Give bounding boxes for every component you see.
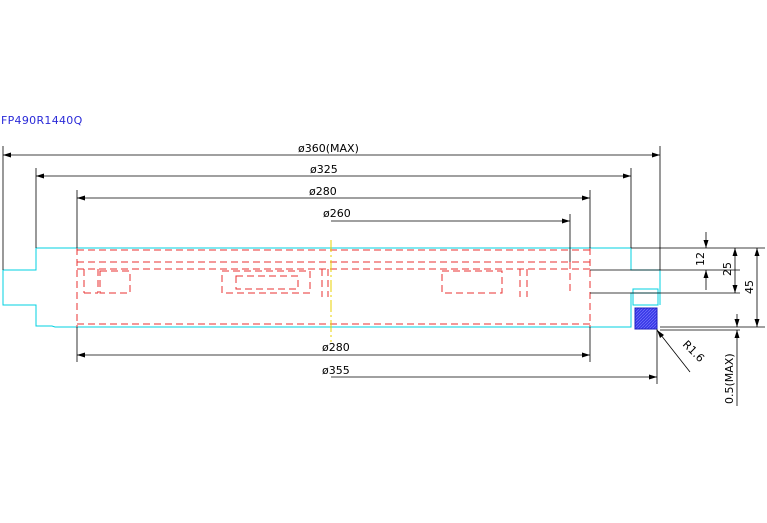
dim-height-25: 25 <box>721 262 734 276</box>
dim-dia-325: ø325 <box>310 163 338 176</box>
hidden-features <box>76 248 591 327</box>
dim-radius: R1.6 <box>680 338 707 365</box>
dim-dia-260: ø260 <box>323 207 351 220</box>
dim-dia-360: ø360(MAX) <box>298 142 359 155</box>
part-code-label: FP490R1440Q <box>1 114 83 127</box>
seal-seat <box>632 288 659 306</box>
dim-height-12: 12 <box>694 252 707 266</box>
dimension-lines <box>2 146 765 406</box>
outline-left <box>2 247 77 328</box>
dim-dia-280-top: ø280 <box>309 185 337 198</box>
dim-dia-280-bottom: ø280 <box>322 341 350 354</box>
dim-gap: 0.5(MAX) <box>723 353 736 404</box>
dimension-arrows <box>3 152 760 380</box>
dim-dia-355: ø355 <box>322 364 350 377</box>
seal-section <box>634 307 658 330</box>
outline-right <box>590 247 661 305</box>
dim-height-45: 45 <box>743 280 756 294</box>
